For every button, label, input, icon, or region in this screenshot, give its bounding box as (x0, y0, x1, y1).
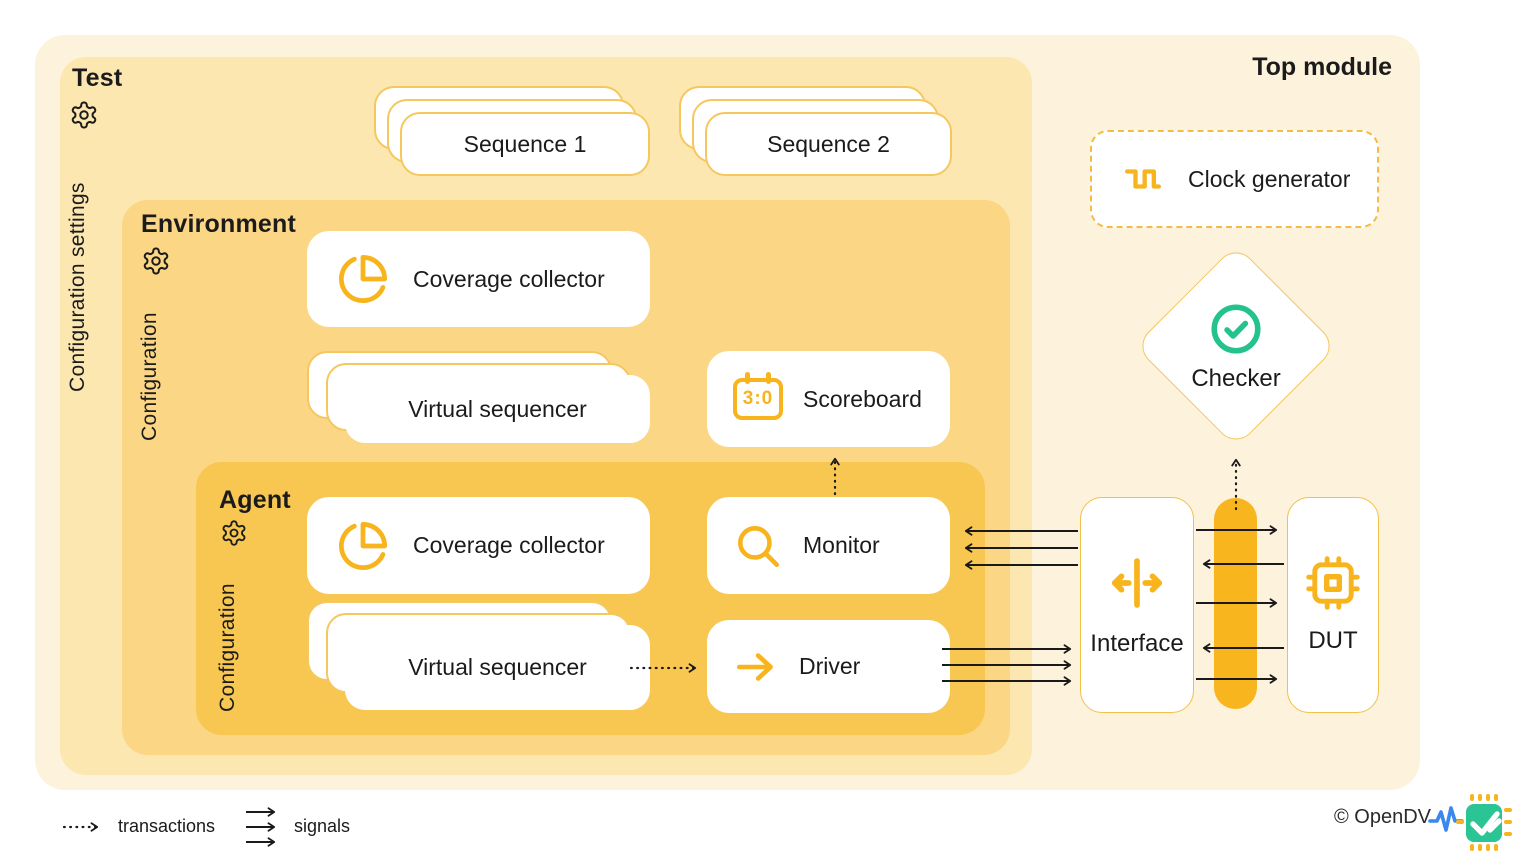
square-wave-icon (1120, 159, 1166, 199)
legend-transactions-label: transactions (118, 816, 216, 836)
checker-label: Checker (1191, 364, 1281, 392)
scoreboard-icon: 3:0 (733, 372, 783, 420)
dut-label: DUT (1308, 627, 1358, 654)
search-icon (733, 521, 783, 571)
bidirectional-arrows-icon (1106, 552, 1168, 614)
arrow-right-icon (733, 644, 779, 690)
pie-chart-icon (337, 520, 389, 572)
check-circle-icon (1207, 300, 1265, 358)
env-coverage-collector-card: Coverage collector (307, 231, 650, 327)
chip-icon (1305, 555, 1361, 611)
monitor-card: Monitor (707, 497, 950, 594)
env-coverage-collector-label: Coverage collector (413, 265, 605, 292)
checker-diamond: Checker (1134, 244, 1338, 448)
sequence2-label: Sequence 2 (767, 130, 890, 157)
agent-coverage-collector-label: Coverage collector (413, 532, 605, 558)
clock-generator-card: Clock generator (1090, 130, 1379, 228)
gear-icon (220, 519, 248, 547)
signal-bus-pill (1214, 498, 1257, 709)
env-virtual-sequencer-card: Virtual sequencer (345, 375, 650, 443)
interface-box: Interface (1080, 497, 1194, 713)
top-module-label: Top module (1252, 53, 1392, 81)
driver-label: Driver (799, 653, 861, 679)
scoreboard-icon-text: 3:0 (742, 388, 774, 409)
sequence1-card: Sequence 1 (400, 112, 650, 176)
agent-configuration-label: Configuration (216, 583, 239, 712)
test-label: Test (72, 64, 123, 92)
dut-box: DUT (1287, 497, 1379, 713)
waveform-chip-logo (1428, 792, 1514, 854)
agent-label: Agent (219, 486, 291, 514)
sequence1-label: Sequence 1 (463, 130, 587, 157)
gear-icon (69, 100, 99, 130)
scoreboard-label: Scoreboard (803, 385, 922, 412)
test-configuration-settings-label: Configuration settings (66, 182, 89, 392)
scoreboard-card: 3:0 Scoreboard (707, 351, 950, 447)
interface-label: Interface (1090, 630, 1184, 657)
clock-generator-label: Clock generator (1188, 165, 1351, 192)
agent-coverage-collector-card: Coverage collector (307, 497, 650, 594)
driver-card: Driver (707, 620, 950, 713)
environment-configuration-label: Configuration (138, 312, 161, 441)
sequence2-card: Sequence 2 (705, 112, 952, 176)
environment-label: Environment (141, 210, 296, 238)
gear-icon (141, 246, 171, 276)
copyright-text: © OpenDV (1334, 806, 1432, 828)
env-virtual-sequencer-label: Virtual sequencer (408, 395, 587, 422)
agent-virtual-sequencer-card: Virtual sequencer (345, 625, 650, 710)
monitor-label: Monitor (803, 532, 880, 558)
pie-chart-icon (337, 253, 389, 305)
legend-signals-label: signals (294, 816, 351, 836)
agent-virtual-sequencer-label: Virtual sequencer (408, 654, 587, 680)
